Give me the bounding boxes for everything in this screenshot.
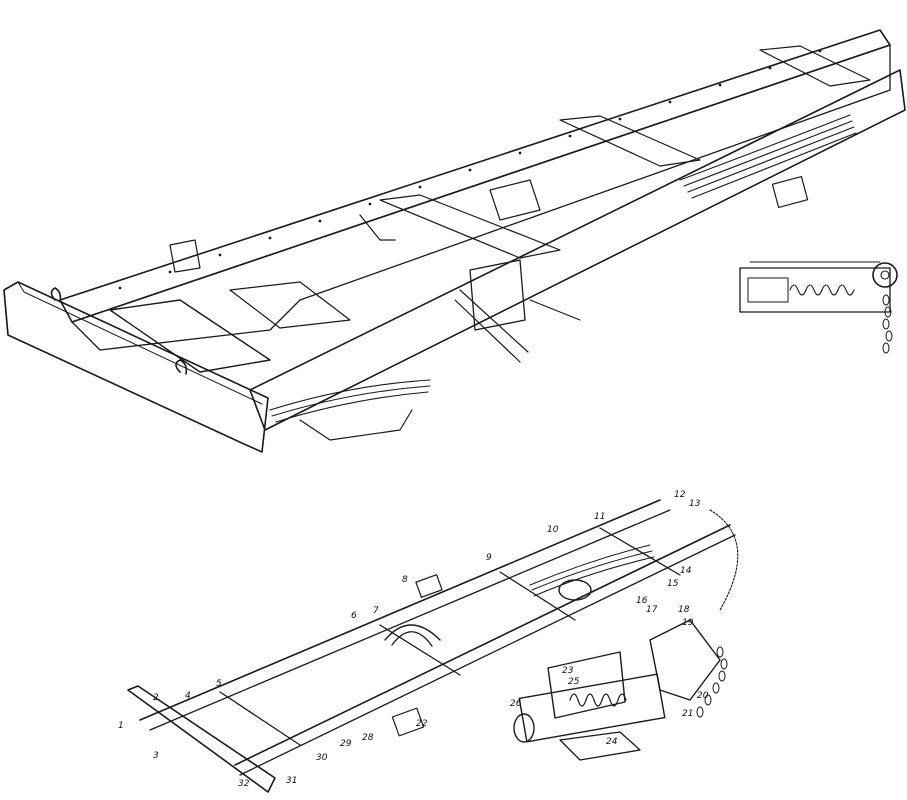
callout-9: 9 — [486, 553, 492, 563]
callout-8: 8 — [402, 575, 408, 585]
front-leaf-spring — [269, 379, 431, 441]
callout-31: 31 — [286, 776, 297, 786]
callout-4: 4 — [185, 691, 191, 701]
callout-20: 20 — [697, 691, 709, 701]
left-side-rail — [59, 29, 891, 351]
callout-5: 5 — [216, 679, 222, 689]
front-bumper — [3, 281, 269, 453]
rivet-row — [118, 49, 822, 290]
hitch-chain — [882, 294, 893, 354]
callout-10: 10 — [547, 525, 559, 535]
callout-22: 22 — [416, 719, 428, 729]
outrigger-brackets — [169, 179, 581, 363]
callout-28: 28 — [362, 733, 374, 743]
front-tow-hook — [50, 287, 188, 375]
callout-17: 17 — [646, 605, 658, 615]
callout-24: 24 — [606, 737, 618, 747]
callout-29: 29 — [340, 739, 352, 749]
callout-26: 26 — [510, 699, 522, 709]
callout-25: 25 — [568, 677, 580, 687]
towing-hitch-inset — [739, 261, 898, 354]
callout-16: 16 — [636, 596, 648, 606]
hitch-coil-spring — [569, 693, 627, 707]
right-side-rail — [249, 69, 906, 431]
callout-2: 2 — [153, 693, 159, 703]
callout-21: 21 — [682, 709, 693, 719]
callout-14: 14 — [680, 566, 692, 576]
callout-15: 15 — [667, 579, 679, 589]
lower-chassis-figure — [127, 499, 739, 793]
callout-labels: 1 2 3 4 5 6 7 8 9 10 11 12 13 14 15 16 1… — [118, 490, 709, 789]
upper-chassis-figure — [3, 29, 906, 453]
rear-leaf-spring — [679, 114, 857, 209]
callout-12: 12 — [674, 490, 686, 500]
callout-19: 19 — [682, 618, 694, 628]
hitch-exploded-inset — [513, 619, 728, 761]
callout-1: 1 — [118, 721, 124, 731]
callout-7: 7 — [373, 606, 379, 616]
callout-11: 11 — [594, 512, 605, 522]
callout-13: 13 — [689, 499, 701, 509]
hitch-chain-lower — [696, 646, 728, 718]
callout-3: 3 — [153, 751, 159, 761]
callout-6: 6 — [351, 611, 357, 621]
cross-members — [109, 45, 871, 373]
callout-18: 18 — [678, 605, 690, 615]
callout-23: 23 — [562, 666, 574, 676]
callout-32: 32 — [238, 779, 250, 789]
hitch-spring-coil — [789, 284, 855, 296]
callout-30: 30 — [316, 753, 328, 763]
